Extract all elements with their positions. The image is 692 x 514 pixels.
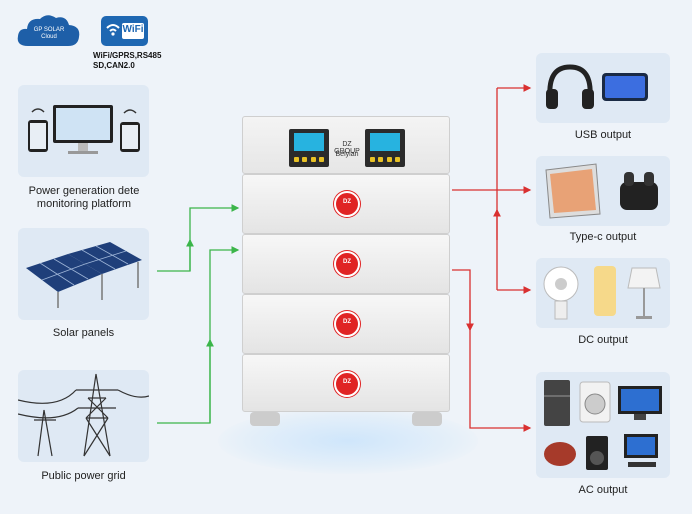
cloud-label-line1: GP SOLAR [33,27,65,33]
usb-label: USB output [574,129,632,141]
protocols-line1: WiFi/GPRS,RS485 [93,51,162,60]
dc-devices-icon [543,266,661,320]
module-badge-4: DZ [334,371,360,397]
monitoring-panel [18,85,149,177]
monitoring-label-line1: Power generation dete [28,185,140,197]
cloud-icon [17,15,80,46]
grid-panel-box [17,370,150,462]
ac-devices-icon [544,380,662,470]
monitoring-label: Power generation dete monitoring platfor… [4,185,164,211]
battery-module-4: DZ [242,354,450,412]
brand-sub: Belyian [335,151,359,158]
usb-panel [536,53,670,123]
right-wheel [412,412,442,426]
input-arrows [157,204,240,424]
power-tower-icon [17,373,150,457]
monitoring-label-line2: monitoring platform [36,198,132,210]
dc-panel [536,258,670,328]
typec-panel [536,156,670,226]
protocols-line2: SD,CAN2.0 [93,61,135,70]
cloud-label-line2: Cloud [41,34,57,40]
module-badge-3: DZ [334,311,360,337]
typec-label: Type-c output [569,231,637,243]
dc-label: DC output [578,334,628,346]
usb-devices-icon [546,64,648,109]
battery-module-3: DZ [242,294,450,354]
battery-module-2: DZ [242,234,450,294]
typec-devices-icon [545,163,658,219]
battery-cabinet: DZ GROUP Belyian DZ DZ DZ DZ [242,116,450,426]
left-display [289,129,329,167]
solar-label: Solar panels [52,327,115,339]
module-badge-2: DZ [334,251,360,277]
control-module: DZ GROUP Belyian [242,116,450,174]
wifi-badge-text: WiFi [122,24,144,35]
module-badge-1: DZ [334,191,360,217]
ac-label: AC output [578,484,628,496]
wifi-icon [106,23,144,39]
output-arrows [452,84,532,432]
gp-solar-cloud-logo: GP SOLAR Cloud [14,12,84,52]
ac-panel [536,372,670,478]
wifi-badge: WiFi [101,16,148,46]
left-wheel [250,412,280,426]
right-display [365,129,405,167]
solar-panels-icon [26,242,142,308]
solar-panel-box [18,228,149,320]
grid-label: Public power grid [41,470,126,482]
brand-name: DZ GROUP [334,141,360,155]
battery-module-1: DZ [242,174,450,234]
monitoring-devices-icon [28,105,140,154]
